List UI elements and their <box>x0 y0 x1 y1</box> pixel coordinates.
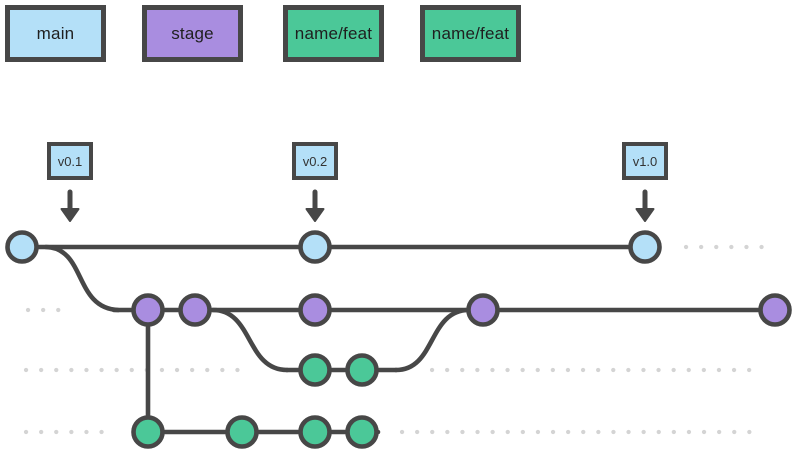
commit-node-main <box>628 230 662 264</box>
legend-item-feature-1: name/feat <box>283 5 384 62</box>
legend-item-feature-2: name/feat <box>420 5 521 62</box>
legend-label-main: main <box>36 23 75 43</box>
release-arrow-head-icon <box>635 208 655 222</box>
legend-label-stage: stage <box>171 23 214 43</box>
branch-path-merge-feature1-to-stage <box>393 307 472 373</box>
release-arrow-head-icon <box>305 208 325 222</box>
legend-label-feature-1: name/feat <box>294 23 373 43</box>
tag-label-v1-0: v1.0 <box>632 153 658 169</box>
legend-item-main: main <box>5 5 106 62</box>
tag-label-v0-2: v0.2 <box>302 153 328 169</box>
tag-v0-1: v0.1 <box>47 142 93 180</box>
commit-node-feature <box>298 353 332 387</box>
legend-label-feature-2: name/feat <box>431 23 510 43</box>
commit-node-stage <box>758 293 792 327</box>
tag-label-v0-1: v0.1 <box>57 153 83 169</box>
commit-node-main <box>298 230 332 264</box>
commit-node-feature <box>345 415 379 449</box>
commit-node-stage <box>178 293 212 327</box>
commit-node-stage <box>466 293 500 327</box>
commit-node-feature <box>345 353 379 387</box>
commit-node-main <box>5 230 39 264</box>
commit-node-stage <box>298 293 332 327</box>
legend-item-stage: stage <box>142 5 243 62</box>
commit-node-stage <box>131 293 165 327</box>
commit-node-feature <box>131 415 165 449</box>
commit-node-feature <box>225 415 259 449</box>
commit-node-feature <box>298 415 332 449</box>
release-arrow-head-icon <box>60 208 80 222</box>
branch-path-branch-main-to-stage <box>43 244 121 313</box>
tag-v0-2: v0.2 <box>292 142 338 180</box>
branch-path-branch-stage-to-feature1 <box>210 307 290 373</box>
tag-v1-0: v1.0 <box>622 142 668 180</box>
